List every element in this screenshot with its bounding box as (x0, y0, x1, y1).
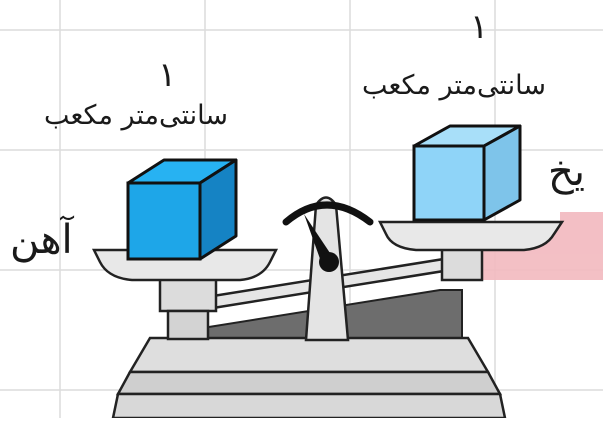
scale-base (113, 338, 505, 418)
left-volume-unit: سانتی‌متر مکعب (44, 100, 228, 132)
right-volume-value: ۱ (470, 10, 488, 44)
right-material-label: یخ (548, 150, 585, 194)
left-material-label: آهن (10, 218, 73, 262)
iron-cube (128, 160, 236, 259)
right-volume-unit: سانتی‌متر مکعب (362, 70, 546, 102)
left-pan-stem (160, 275, 216, 339)
ice-cube (414, 126, 520, 220)
left-volume-value: ۱ (158, 58, 176, 92)
right-pan (380, 222, 562, 250)
